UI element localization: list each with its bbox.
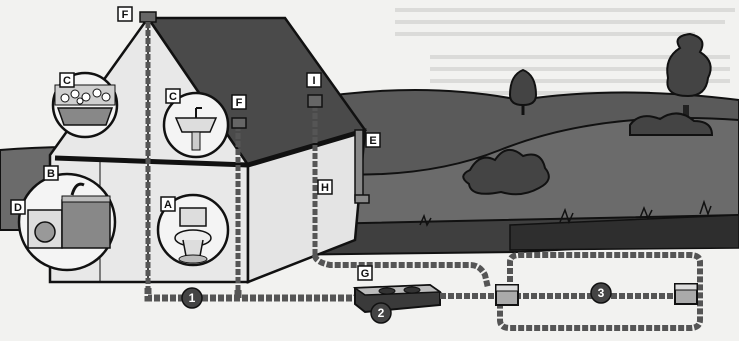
distribution-box	[675, 284, 697, 304]
number-badge-2: 2	[371, 303, 391, 323]
number-badge-3-text: 3	[598, 286, 605, 300]
label-E: E	[366, 133, 380, 147]
label-D: D	[11, 200, 25, 214]
label-C-text: C	[169, 91, 177, 103]
label-F-text: F	[122, 9, 129, 21]
distribution-box	[496, 285, 518, 305]
number-badge-1: 1	[182, 288, 202, 308]
label-E-text: E	[369, 135, 376, 147]
number-badge-2-text: 2	[378, 306, 385, 320]
label-D-text: D	[14, 202, 22, 214]
label-H-text: H	[321, 182, 329, 194]
number-badge-1-text: 1	[189, 291, 196, 305]
label-F: F	[232, 95, 246, 109]
label-B: B	[44, 166, 58, 180]
label-F: F	[118, 7, 132, 21]
vent-cap	[232, 118, 246, 128]
vent-cap	[308, 95, 322, 107]
label-G: G	[358, 266, 372, 280]
label-H: H	[318, 180, 332, 194]
label-G-text: G	[361, 268, 370, 280]
septic-tank	[355, 285, 440, 312]
label-A: A	[161, 197, 175, 211]
label-C: C	[60, 73, 74, 87]
label-A-text: A	[164, 199, 172, 211]
label-I: I	[307, 73, 321, 87]
number-badge-3: 3	[591, 283, 611, 303]
main-sewer-pipe	[148, 288, 360, 298]
roof-drain-pipe	[315, 255, 488, 288]
label-I-text: I	[312, 75, 315, 87]
label-C: C	[166, 89, 180, 103]
label-C-text: C	[63, 75, 71, 87]
chimney-vent	[140, 12, 156, 22]
label-F-text: F	[236, 97, 243, 109]
label-B-text: B	[47, 168, 55, 180]
kitchen-laundry-inset	[19, 174, 115, 270]
